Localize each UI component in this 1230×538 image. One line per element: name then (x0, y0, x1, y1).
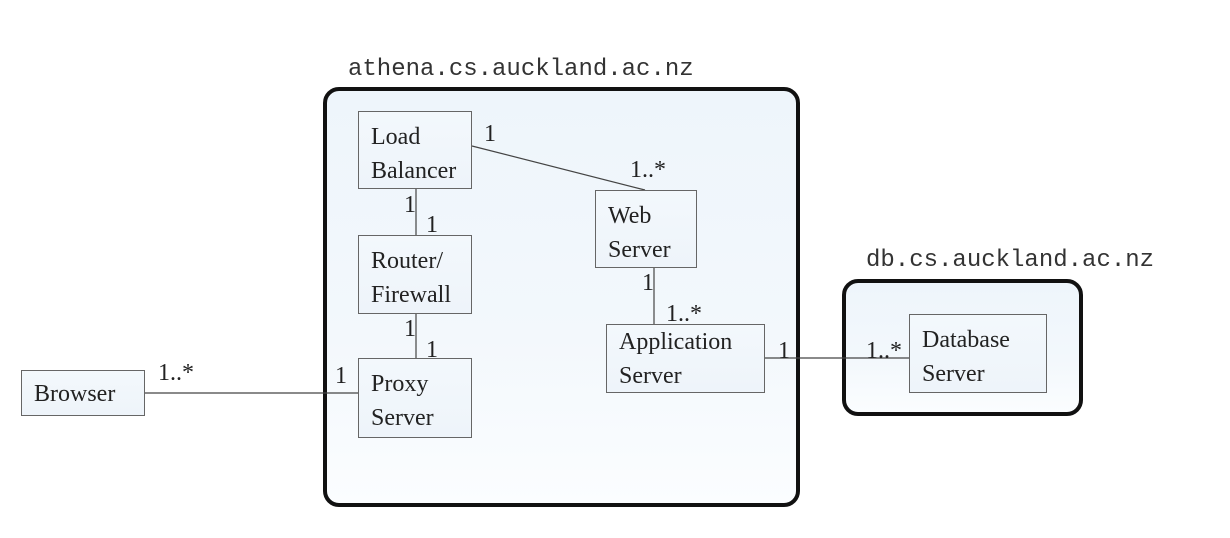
router-firewall-label-line1: Router/ (371, 248, 443, 274)
multiplicity-web-app-web-end: 1 (642, 270, 654, 296)
multiplicity-lb-router-router-end: 1 (426, 212, 438, 238)
web-server-label-line1: Web (608, 203, 652, 229)
load-balancer-label-line2: Balancer (371, 158, 457, 184)
multiplicity-lb-web-web-end: 1..* (630, 157, 666, 183)
multiplicity-browser-proxy-browser-end: 1..* (158, 360, 194, 386)
multiplicity-browser-proxy-proxy-end: 1 (335, 363, 347, 389)
browser-component: Browser (21, 370, 145, 416)
router-firewall-component: Router/ Firewall (358, 235, 472, 314)
proxy-server-label-line2: Server (371, 405, 434, 431)
database-server-label-line2: Server (922, 361, 985, 387)
multiplicity-router-proxy-router-end: 1 (404, 316, 416, 342)
multiplicity-lb-web-lb-end: 1 (484, 121, 496, 147)
proxy-server-label-line1: Proxy (371, 371, 429, 397)
multiplicity-app-db-db-end: 1..* (866, 338, 902, 364)
web-server-label-line2: Server (608, 237, 671, 263)
load-balancer-component: Load Balancer (358, 111, 472, 189)
database-server-label-line1: Database (922, 327, 1010, 353)
multiplicity-router-proxy-proxy-end: 1 (426, 337, 438, 363)
application-server-label-line1: Application (619, 329, 733, 355)
multiplicity-web-app-app-end: 1..* (666, 301, 702, 327)
load-balancer-label-line1: Load (371, 124, 421, 150)
proxy-server-component: Proxy Server (358, 358, 472, 438)
browser-label: Browser (34, 381, 116, 407)
db-node-label: db.cs.auckland.ac.nz (866, 247, 1155, 274)
router-firewall-label-line2: Firewall (371, 282, 451, 308)
application-server-component: Application Server (606, 324, 765, 393)
link-loadbalancer-webserver (471, 145, 646, 191)
athena-node-label: athena.cs.auckland.ac.nz (348, 56, 694, 83)
database-server-component: Database Server (909, 314, 1047, 393)
multiplicity-lb-router-lb-end: 1 (404, 192, 416, 218)
multiplicity-app-db-app-end: 1 (778, 338, 790, 364)
web-server-component: Web Server (595, 190, 697, 268)
application-server-label-line2: Server (619, 363, 682, 389)
